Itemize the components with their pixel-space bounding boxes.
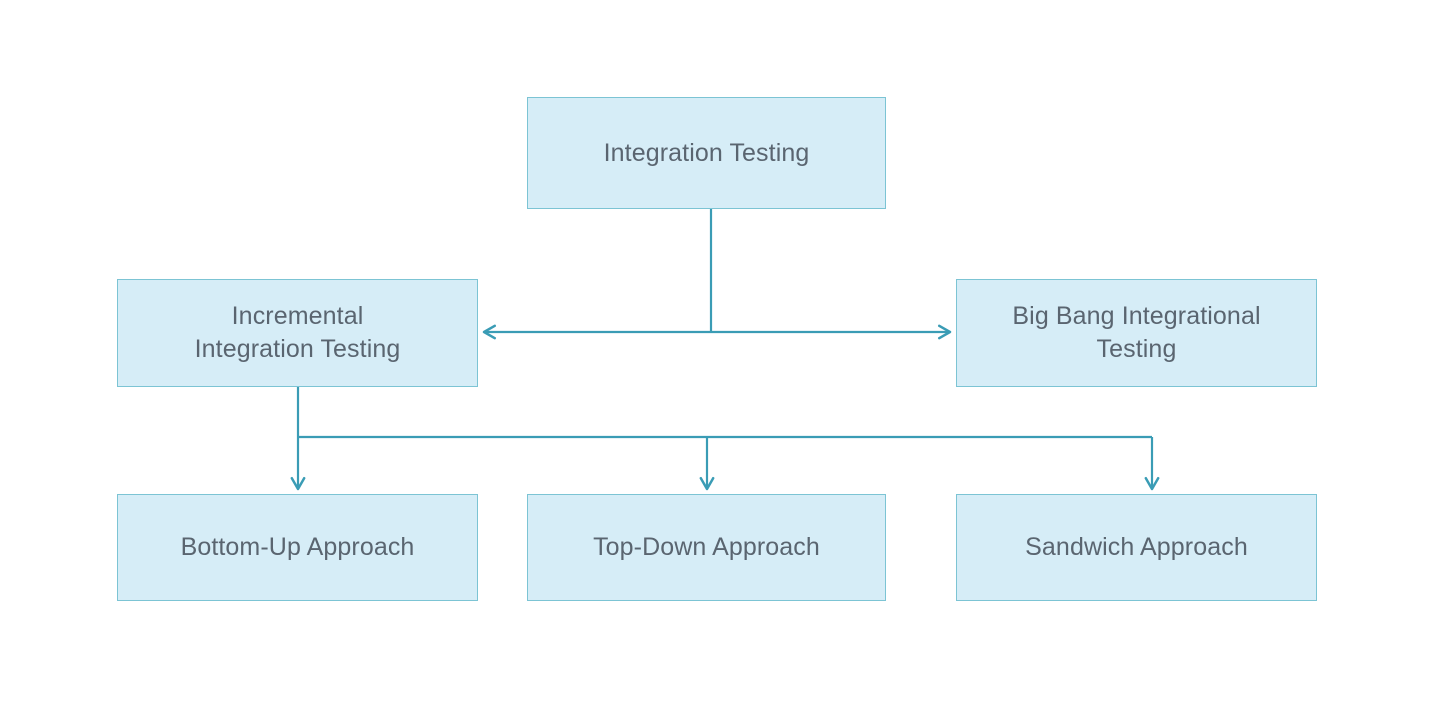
node-label: Integration Testing: [603, 138, 810, 167]
node-bottom-up-approach[interactable]: Bottom-Up Approach: [117, 494, 478, 601]
node-label: Top-Down Approach: [593, 533, 820, 561]
node-label: Sandwich Approach: [1025, 533, 1248, 561]
node-label: Incremental Integration Testing: [194, 302, 401, 363]
node-top-down-approach[interactable]: Top-Down Approach: [527, 494, 886, 601]
node-big-bang-integrational-testing[interactable]: Big Bang Integrational Testing: [956, 279, 1317, 387]
node-label: Bottom-Up Approach: [180, 533, 415, 561]
node-incremental-integration-testing[interactable]: Incremental Integration Testing: [117, 279, 478, 387]
node-integration-testing[interactable]: Integration Testing: [527, 97, 886, 209]
node-sandwich-approach[interactable]: Sandwich Approach: [956, 494, 1317, 601]
node-label: Big Bang Integrational Testing: [1012, 302, 1261, 363]
